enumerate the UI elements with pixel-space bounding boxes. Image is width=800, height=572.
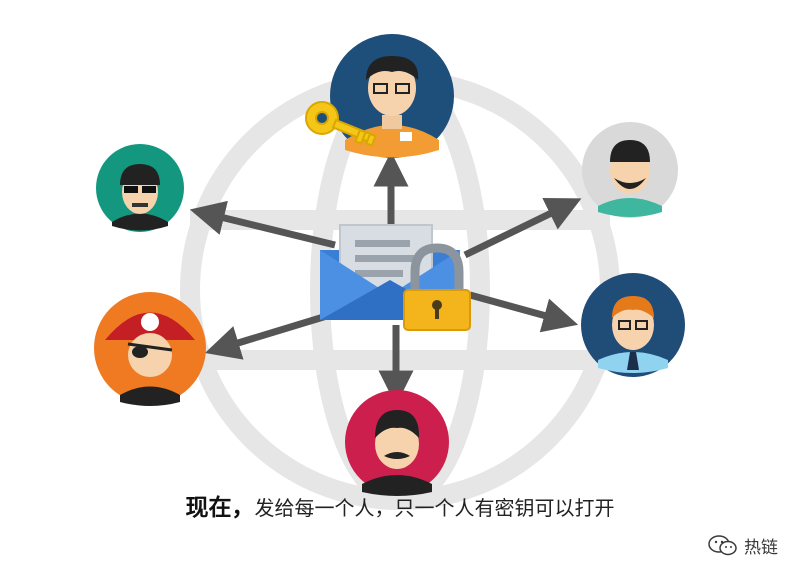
person-avatar-icon (582, 122, 678, 218)
watermark-text: 热链 (744, 538, 778, 558)
arrow-to-upper-right (463, 197, 582, 259)
caption: 现在，发给每一个人，只一个人有密钥可以打开 (0, 488, 800, 522)
arrow-to-lower-left (204, 311, 332, 360)
padlock-icon (403, 243, 471, 331)
watermark: 热链 (708, 533, 778, 558)
arrow-to-upper-left (189, 200, 336, 249)
key-icon (305, 101, 377, 147)
person-avatar-icon (330, 34, 454, 158)
wechat-icon (708, 534, 737, 555)
arrow-to-lower-right (469, 291, 579, 333)
person-avatar-icon (94, 292, 206, 406)
person-avatar-icon (96, 144, 184, 232)
caption-text: 发给每一个人，只一个人有密钥可以打开 (254, 496, 615, 520)
person-avatar-icon (581, 273, 685, 377)
caption-bold: 现在， (185, 495, 255, 521)
person-avatar-icon (345, 390, 449, 496)
